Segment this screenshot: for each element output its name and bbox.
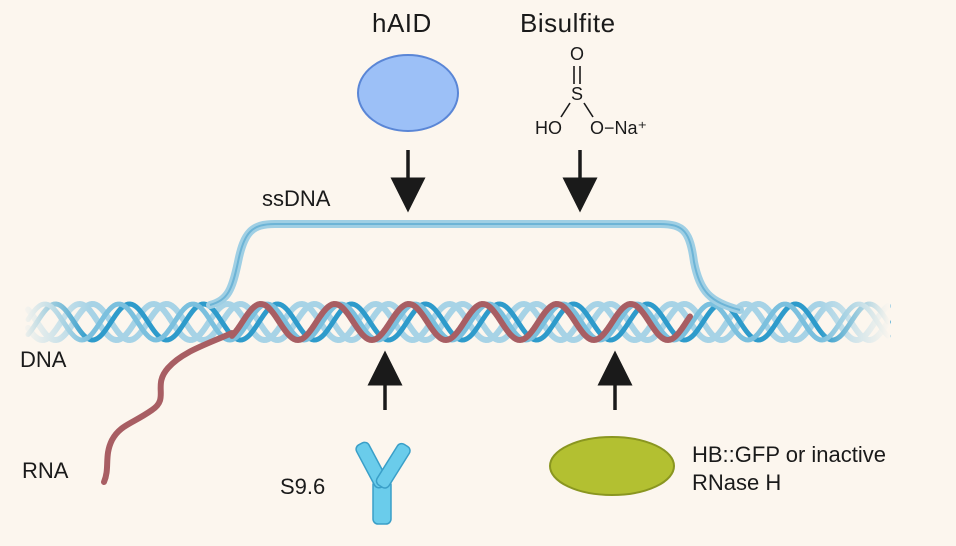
- ssdna-loop-core: [209, 223, 741, 311]
- dna-front-strand: [25, 301, 891, 343]
- bisulfite-ho: HO: [535, 118, 562, 138]
- haid-enzyme-icon: [357, 54, 459, 132]
- ssdna-loop: [206, 220, 744, 314]
- rna-label: RNA: [22, 458, 69, 483]
- haid-label: hAID: [372, 8, 432, 38]
- bisulfite-label: Bisulfite: [520, 8, 616, 38]
- hb-label-line1: HB::GFP or inactive: [692, 442, 886, 467]
- rna-tail: [101, 330, 235, 485]
- dna-label: DNA: [20, 347, 67, 372]
- dna-back-strand: [25, 300, 891, 344]
- dna-back-strand-b: [25, 300, 891, 344]
- dna-fade-left: [20, 290, 90, 350]
- hb-protein-icon: [549, 436, 675, 496]
- antibody-icon: [355, 441, 411, 525]
- rna-strand: [229, 300, 693, 344]
- rna-helix: [229, 300, 693, 344]
- dna-fade-right: [820, 290, 890, 350]
- bisulfite-o-top: O: [570, 44, 585, 64]
- hb-label-line2: RNase H: [692, 470, 782, 495]
- bisulfite-ona: O−Na⁺: [590, 118, 648, 138]
- bisulfite-bond-left: [560, 102, 571, 118]
- s96-label: S9.6: [280, 474, 326, 499]
- bisulfite-bond-right: [583, 102, 594, 118]
- bisulfite-s: S: [571, 84, 584, 104]
- ssdna-label: ssDNA: [262, 186, 331, 211]
- dna-front-strand-b: [25, 301, 891, 343]
